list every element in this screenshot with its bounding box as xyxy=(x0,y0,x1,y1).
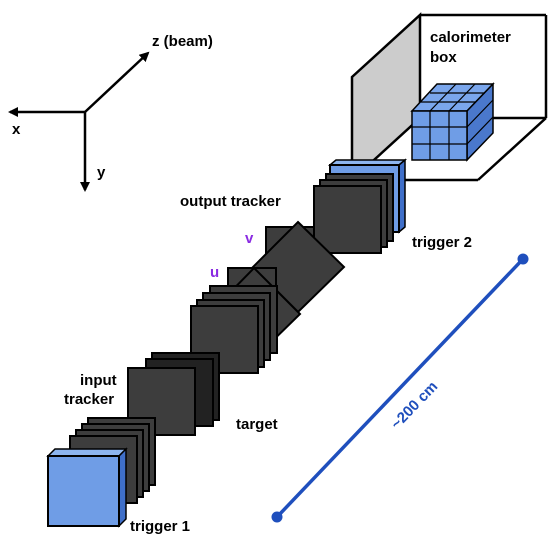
z-axis-arrow xyxy=(84,51,150,113)
scale-endpoint xyxy=(271,511,283,523)
calorimeter-box: calorimeter box xyxy=(350,12,548,183)
calorimeter-front xyxy=(411,110,468,161)
u-label: u xyxy=(210,264,219,281)
calorimeter-array xyxy=(410,82,495,162)
tracker-label: tracker xyxy=(64,391,114,408)
target-label: target xyxy=(236,416,278,433)
box-edge xyxy=(477,117,547,181)
z-axis-label: z (beam) xyxy=(152,33,213,50)
calorimeter-label: calorimeter xyxy=(430,29,511,46)
y-axis-label: y xyxy=(97,164,106,181)
output-tracker xyxy=(313,173,394,254)
input-label: input xyxy=(80,372,117,389)
middle-tracker xyxy=(190,285,278,374)
box-label: box xyxy=(430,49,457,66)
output-tracker-label: output tracker xyxy=(180,193,281,210)
x-axis-label: x xyxy=(12,121,21,138)
trigger-2-label: trigger 2 xyxy=(412,234,472,251)
trigger-1-scintillator xyxy=(46,447,128,528)
scale-endpoint xyxy=(517,253,529,265)
v-label: v xyxy=(245,230,254,247)
coordinate-axes: z (beam) x y xyxy=(8,33,213,192)
box-back-wall xyxy=(350,12,422,183)
trigger-1-label: trigger 1 xyxy=(130,518,190,535)
distance-label: ~200 cm xyxy=(388,378,442,433)
